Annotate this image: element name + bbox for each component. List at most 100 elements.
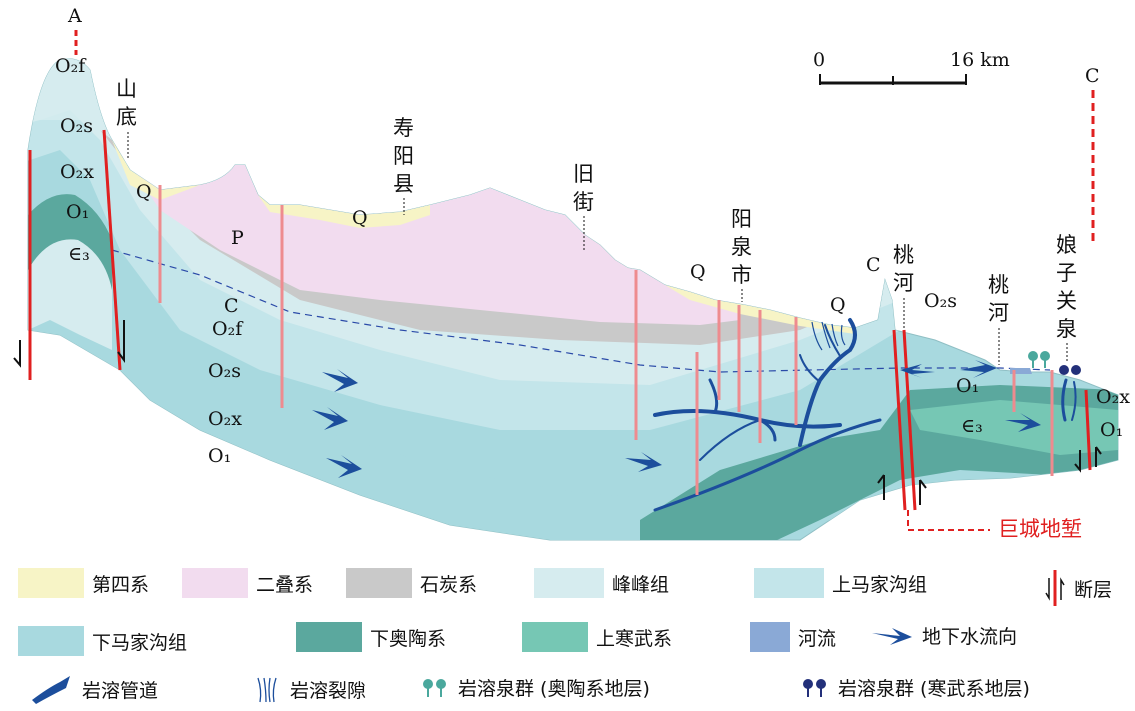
upper-cambrian-right [910,400,1118,455]
svg-text:泉: 泉 [1056,317,1077,341]
place-yangquan: 阳 泉 市 [731,207,752,302]
karst-fissures [811,321,846,351]
svg-text:子: 子 [1056,261,1077,285]
svg-text:旧: 旧 [573,162,594,186]
label-q3: Q [690,261,706,283]
label-p: P [231,227,244,249]
swatch-upper-majiagou [754,568,824,598]
graben-leader [907,510,990,531]
legend-label-fengfeng: 峰峰组 [612,573,670,596]
legend-item-cambrian-springs: 岩溶泉群 (寒武系地层) [800,674,1030,701]
legend-item-karst-fissure: 岩溶裂隙 [252,674,366,704]
svg-text:县: 县 [393,172,414,196]
label-c-right: C [866,254,881,276]
scale-end: 16 km [950,49,1010,71]
quaternary-patch-3 [665,285,855,334]
label-q1: Q [136,181,152,203]
karst-fissure-icon [257,677,277,703]
svg-text:阳: 阳 [731,207,752,231]
upper-cambrian-core [28,239,112,350]
faults [28,129,1092,511]
peak-cap [40,58,95,120]
fault-arrows [13,320,1102,505]
label-e3-top: ∈₃ [68,243,90,265]
svg-text:街: 街 [573,190,594,214]
svg-text:关: 关 [1056,289,1077,313]
water-table-line [111,249,1051,373]
label-o1-far: O₁ [1100,419,1123,441]
legend-label-lower-majiagou: 下马家沟组 [92,631,188,654]
profile-endpoint-left: A [67,5,82,27]
svg-text:河: 河 [893,271,914,295]
place-taohe-1: 桃 河 [893,243,914,330]
legend-label-karst-fissure: 岩溶裂隙 [290,679,367,702]
swatch-permian [182,568,248,598]
legend-label-flow: 地下水流向 [922,626,1018,648]
svg-text:阳: 阳 [393,144,414,168]
swatch-upper-cambrian [522,622,588,652]
place-niangziguan: 娘 子 关 泉 [1056,233,1077,362]
flow-arrows [312,360,1041,478]
legend-label-upper-cambrian: 上寒武系 [596,627,673,650]
legend-item-lower-ordovician: 下奥陶系 [296,622,446,652]
cambrian-springs [1059,365,1081,375]
label-q4: Q [830,294,846,316]
boreholes [158,185,1054,495]
permian-layer [120,150,740,325]
label-o2x-mid: O₂x [208,408,242,430]
legend-item-carboniferous: 石炭系 [346,568,477,598]
legend-item-fault: 断层 [1044,568,1112,608]
legend-item-permian: 二叠系 [182,568,313,598]
swatch-river [750,622,790,652]
svg-text:底: 底 [116,105,137,129]
legend-item-river: 河流 [750,622,836,652]
scale-bar [819,74,967,85]
legend-item-upper-cambrian: 上寒武系 [522,622,672,652]
legend-item-upper-majiagou: 上马家沟组 [754,568,927,598]
legend-label-karst-conduit: 岩溶管道 [82,679,159,702]
place-shandi: 山 底 [116,77,137,158]
legend-item-karst-conduit: 岩溶管道 [30,674,158,704]
quaternary-patch-1 [112,140,200,200]
legend-item-quaternary: 第四系 [18,568,149,598]
label-o1-right: O₁ [956,375,979,397]
label-o2x-top: O₂x [60,161,94,183]
place-shouyang: 寿 阳 县 [393,116,414,215]
profile-endpoint-right: C [1085,65,1100,87]
legend-label-lower-ordovician: 下奥陶系 [370,627,447,650]
karst-conduit-icon [32,676,70,704]
legend-label-permian: 二叠系 [256,573,314,596]
swatch-lower-majiagou [18,626,84,656]
swatch-fengfeng [534,568,604,598]
legend-item-flow: 地下水流向 [870,622,1017,649]
ordovician-spring-icon [423,678,446,697]
fault-symbol-icon [1045,570,1065,606]
label-o1-mid: O₁ [208,445,231,467]
label-o2x-far: O₂x [1096,386,1130,408]
svg-text:桃: 桃 [988,273,1009,297]
legend-label-upper-majiagou: 上马家沟组 [832,573,928,596]
place-taohe-2: 桃 河 [988,273,1009,365]
svg-text:桃: 桃 [893,243,914,267]
svg-text:寿: 寿 [393,116,414,140]
legend-label-ordovician-springs: 岩溶泉群 (奥陶系地层) [458,678,650,700]
label-o2s-mid: O₂s [208,360,241,382]
swatch-carboniferous [346,568,412,598]
legend-label-river: 河流 [798,627,837,650]
legend-label-cambrian-springs: 岩溶泉群 (寒武系地层) [838,678,1030,700]
label-o2f-top: O₂f [55,55,87,77]
label-o2s-top: O₂s [60,115,93,137]
legend-item-fengfeng: 峰峰组 [534,568,669,598]
label-o2f-mid: O₂f [212,318,244,340]
ordovician-springs [1028,351,1050,368]
legend-label-quaternary: 第四系 [92,573,150,596]
flow-arrow-icon [872,627,912,645]
label-q2: Q [352,207,368,229]
cambrian-spring-icon [803,678,826,697]
svg-text:山: 山 [116,77,137,101]
svg-text:娘: 娘 [1056,233,1077,257]
geologic-cross-section: A C 0 16 km 山 底 寿 阳 县 旧 街 阳 泉 市 桃 河 桃 河 [13,5,1130,541]
label-c-mid: C [224,295,239,317]
scale-start: 0 [813,49,825,71]
legend-item-ordovician-springs: 岩溶泉群 (奥陶系地层) [420,674,650,701]
